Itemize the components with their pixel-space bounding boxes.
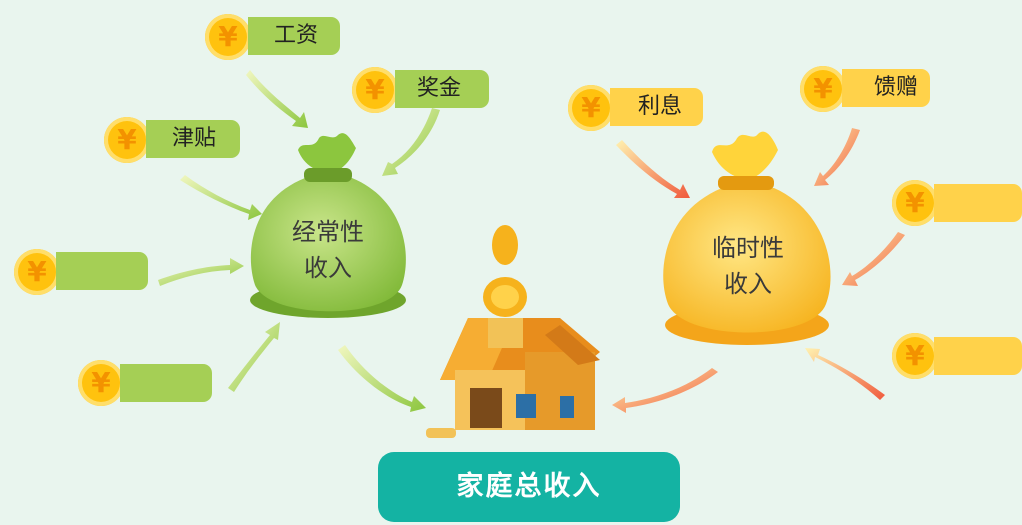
yuan-coin-icon: ¥ [892,333,938,379]
temporary-income-label-line2: 收入 [724,270,772,298]
regular-income-bag [250,133,406,318]
income-tag-blank-1 [56,252,148,290]
regular-income-arrows [158,70,440,412]
regular-income-label-line2: 收入 [304,254,352,282]
yuan-coin-icon: ¥ [892,180,938,226]
temporary-income-bag [663,131,831,345]
yuan-coin-icon: ¥ [800,66,846,112]
income-tag-allowance: 津贴 [146,120,240,158]
regular-income-label-line1: 经常性 [292,218,364,246]
income-tag-blank-4 [934,337,1022,375]
total-household-income-label: 家庭总收入 [378,452,680,522]
yuan-coin-icon: ¥ [14,249,60,295]
income-tag-interest: 利息 [610,88,703,126]
income-tag-wage: 工资 [248,17,340,55]
yuan-coin-icon: ¥ [205,14,251,60]
yuan-coin-icon: ¥ [104,117,150,163]
yuan-coin-icon: ¥ [352,67,398,113]
temporary-income-arrows [612,128,905,413]
income-tag-gift: 馈赠 [842,69,930,107]
temporary-income-label-line1: 临时性 [712,234,784,262]
yuan-coin-icon: ¥ [568,85,614,131]
income-tag-blank-3 [934,184,1022,222]
house-icon [426,225,600,438]
income-tag-blank-2 [120,364,212,402]
regular-income-label: 经常性 收入 [268,214,388,286]
yuan-coin-icon: ¥ [78,360,124,406]
temporary-income-label: 临时性 收入 [688,230,808,302]
income-tag-bonus: 奖金 [395,70,489,108]
